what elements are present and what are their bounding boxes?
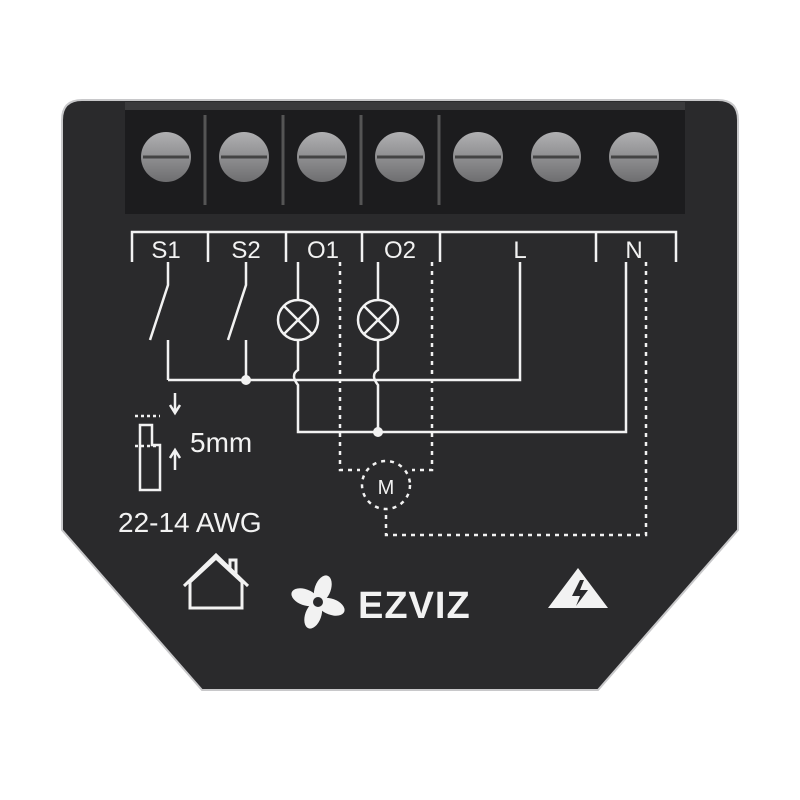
high-voltage-warning-icon <box>548 568 608 608</box>
module-body <box>61 99 739 691</box>
terminal-label-s2: S2 <box>231 237 260 264</box>
screw[interactable] <box>219 132 269 182</box>
terminal-label-l: L <box>513 237 526 264</box>
ezviz-logo-icon <box>291 575 345 629</box>
brand-name: EZVIZ <box>358 585 471 627</box>
screw[interactable] <box>141 132 191 182</box>
terminal-screws <box>141 132 659 182</box>
screw[interactable] <box>297 132 347 182</box>
screw[interactable] <box>609 132 659 182</box>
terminal-label-o2: O2 <box>384 237 416 264</box>
screw[interactable] <box>375 132 425 182</box>
terminal-label-n: N <box>625 237 642 264</box>
screw[interactable] <box>531 132 581 182</box>
strip-length-label: 5mm <box>190 427 252 458</box>
wiring-diagram <box>130 230 678 537</box>
wire-gauge-label: 22-14 AWG <box>118 507 262 538</box>
terminal-label-o1: O1 <box>307 237 339 264</box>
terminal-label-s1: S1 <box>151 237 180 264</box>
screw[interactable] <box>453 132 503 182</box>
motor-label: M <box>378 477 395 499</box>
house-icon <box>182 552 250 610</box>
